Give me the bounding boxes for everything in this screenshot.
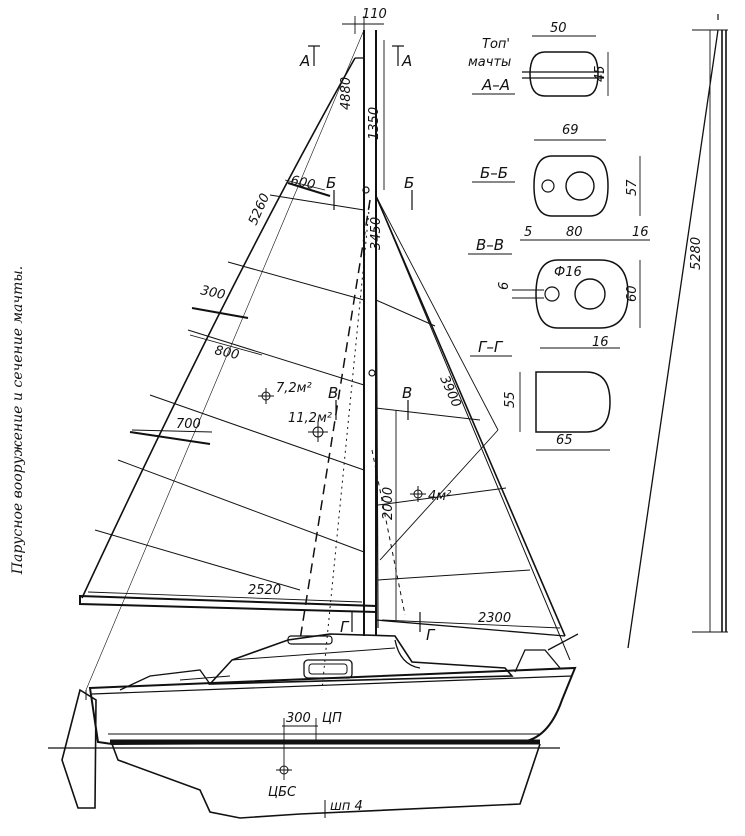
section-gg-width: 65 (556, 433, 573, 448)
section-gg-title: Г–Г (478, 338, 504, 356)
section-b-left: Б (326, 174, 336, 192)
mast-sections: Топ' мачты А–А 50 45 Б–Б 69 57 В–В 5 80 … (468, 21, 650, 451)
dim-5260: 5260 (246, 191, 273, 227)
section-gg-shape (535, 371, 611, 433)
label-cp: ЦП (322, 711, 342, 726)
standing-rigging (85, 29, 571, 691)
area-jib: 4м² (428, 489, 451, 504)
section-gg-height: 55 (503, 391, 518, 408)
section-vv-diameter: Ф16 (554, 265, 582, 280)
hull (88, 633, 579, 746)
section-vv-width: 80 (566, 225, 583, 240)
dim-600: 600 (289, 173, 316, 193)
area-total: 11,2м² (288, 411, 332, 426)
clr-marker (276, 765, 292, 775)
section-bb-width: 69 (562, 123, 579, 138)
dim-110: 110 (362, 7, 387, 22)
section-v-left: В (328, 384, 338, 402)
section-vv-shape (535, 259, 629, 329)
ce-total-marker (308, 422, 328, 442)
section-vv-six: 6 (497, 282, 512, 290)
label-clr: ЦБС (268, 785, 297, 800)
section-bb-height: 57 (625, 179, 640, 196)
labels: 110 А А 4880 1350 600 Б Б 5260 3450 300 … (176, 7, 704, 814)
dim-1350: 1350 (367, 107, 382, 140)
section-g-right: Г (426, 626, 436, 644)
section-aa-title: А–А (481, 76, 510, 94)
dim-800: 800 (213, 343, 240, 363)
boom (79, 594, 377, 614)
section-v-right: В (402, 384, 412, 402)
centre-markers (258, 388, 426, 775)
section-aa-shape (529, 51, 599, 97)
dim-300-bottom: 300 (286, 711, 311, 726)
area-main: 7,2м² (276, 381, 312, 396)
section-vv-right: 16 (632, 225, 649, 240)
dim-2520: 2520 (248, 583, 281, 598)
caption: Парусное вооружение и сечение мачты. (10, 266, 26, 575)
section-vv-height: 60 (625, 285, 640, 302)
section-vv-bottom: 16 (592, 335, 609, 350)
ce-jib-marker (410, 486, 426, 502)
section-b-right: Б (404, 174, 414, 192)
section-aa-height: 45 (593, 65, 608, 82)
section-a-left: А (299, 52, 310, 70)
mast-profile (627, 14, 728, 649)
dim-2000: 2000 (381, 487, 396, 520)
dim-3450: 3450 (369, 217, 384, 250)
jib-sail (375, 195, 566, 637)
dim-4880: 4880 (339, 77, 354, 110)
section-vv-title: В–В (476, 236, 504, 254)
mast (362, 30, 377, 636)
section-vv-left: 5 (524, 225, 532, 240)
genoa-outline (299, 199, 406, 691)
mainsail (81, 57, 365, 599)
section-top-title-1: Топ' (482, 37, 510, 52)
ce-main-marker (258, 388, 274, 404)
label-frame: шп 4 (330, 799, 363, 814)
dim-2300: 2300 (478, 611, 511, 626)
section-bb-shape (533, 155, 609, 217)
dim-300-top: 300 (199, 283, 226, 303)
section-aa-width: 50 (550, 21, 567, 36)
rudder (61, 688, 97, 809)
section-a-right: А (401, 52, 412, 70)
dim-700: 700 (176, 417, 201, 432)
section-g-left: Г (340, 618, 350, 636)
dimension-lines (87, 16, 711, 780)
section-top-title-2: мачты (468, 55, 511, 70)
keel (111, 743, 541, 819)
section-bb-title: Б–Б (480, 164, 508, 182)
dim-5280: 5280 (689, 237, 704, 270)
